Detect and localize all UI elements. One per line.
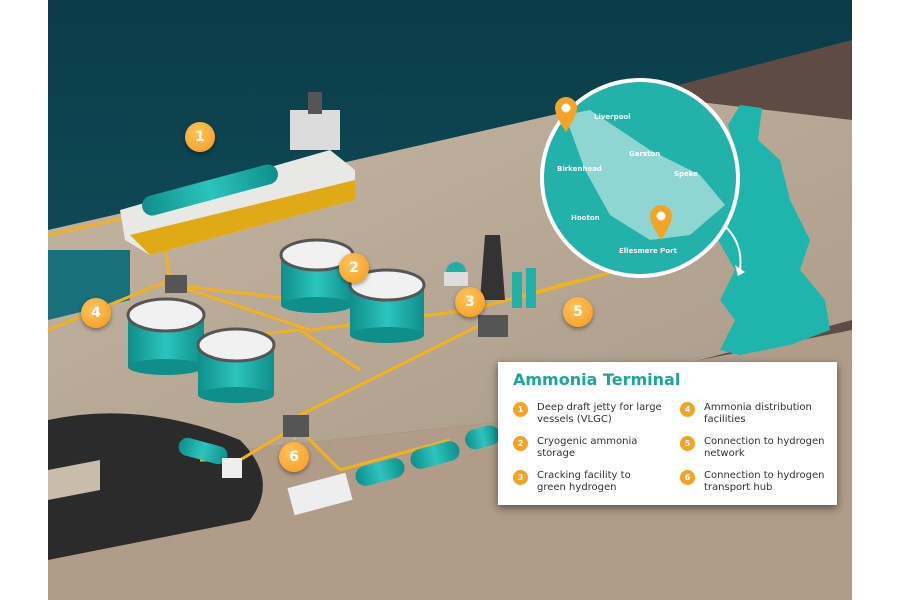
mersey-estuary — [565, 110, 725, 240]
marker-1[interactable]: 1 — [185, 122, 215, 152]
legend-item: 4 Ammonia distribution facilities — [680, 402, 829, 426]
pin-icon — [555, 97, 577, 132]
legend-panel: Ammonia Terminal 1 Deep draft jetty for l… — [498, 362, 837, 505]
marker-6[interactable]: 6 — [279, 442, 309, 472]
legend-title: Ammonia Terminal — [513, 370, 681, 389]
dock-water — [48, 250, 130, 320]
map-label-birkenhead: Birkenhead — [557, 165, 602, 173]
marker-2[interactable]: 2 — [339, 253, 369, 283]
map-label-speke: Speke — [674, 170, 699, 178]
arrow-head — [735, 265, 745, 276]
marker-4[interactable]: 4 — [81, 298, 111, 328]
cracking-facility — [165, 235, 536, 437]
marker-5[interactable]: 5 — [563, 297, 593, 327]
map-label-garston: Garston — [629, 150, 661, 158]
platform — [48, 460, 100, 500]
map-label-hooton: Hooton — [571, 214, 600, 222]
legend-item: 1 Deep draft jetty for large vessels (VLG… — [513, 402, 662, 426]
legend-number: 2 — [513, 436, 528, 451]
legend-number: 6 — [680, 470, 695, 485]
legend-item: 5 Connection to hydrogen network — [680, 436, 829, 460]
legend-number: 1 — [513, 402, 528, 417]
uk-map — [718, 105, 830, 355]
legend-item: 6 Connection to hydrogen transport hub — [680, 470, 829, 494]
legend-label: Cracking facility to green hydrogen — [537, 470, 631, 493]
legend-label: Connection to hydrogen transport hub — [704, 470, 825, 493]
legend-number: 5 — [680, 436, 695, 451]
legend-label: Connection to hydrogen network — [704, 436, 825, 459]
train — [287, 425, 500, 516]
marker-3[interactable]: 3 — [455, 287, 485, 317]
legend-item: 3 Cracking facility to green hydrogen — [513, 470, 662, 494]
legend-number: 3 — [513, 470, 528, 485]
legend-label: Deep draft jetty for large vessels (VLGC… — [537, 402, 662, 425]
legend-number: 4 — [680, 402, 695, 417]
truck — [178, 437, 242, 478]
legend-label: Cryogenic ammonia storage — [537, 436, 638, 459]
map-label-liverpool: Liverpool — [594, 113, 631, 121]
location-map — [540, 78, 740, 278]
pin-icon — [650, 205, 672, 240]
legend-label: Ammonia distribution facilities — [704, 402, 812, 425]
map-label-ellesmere-port: Ellesmere Port — [619, 247, 677, 255]
ship — [120, 92, 355, 255]
legend-item: 2 Cryogenic ammonia storage — [513, 436, 662, 460]
